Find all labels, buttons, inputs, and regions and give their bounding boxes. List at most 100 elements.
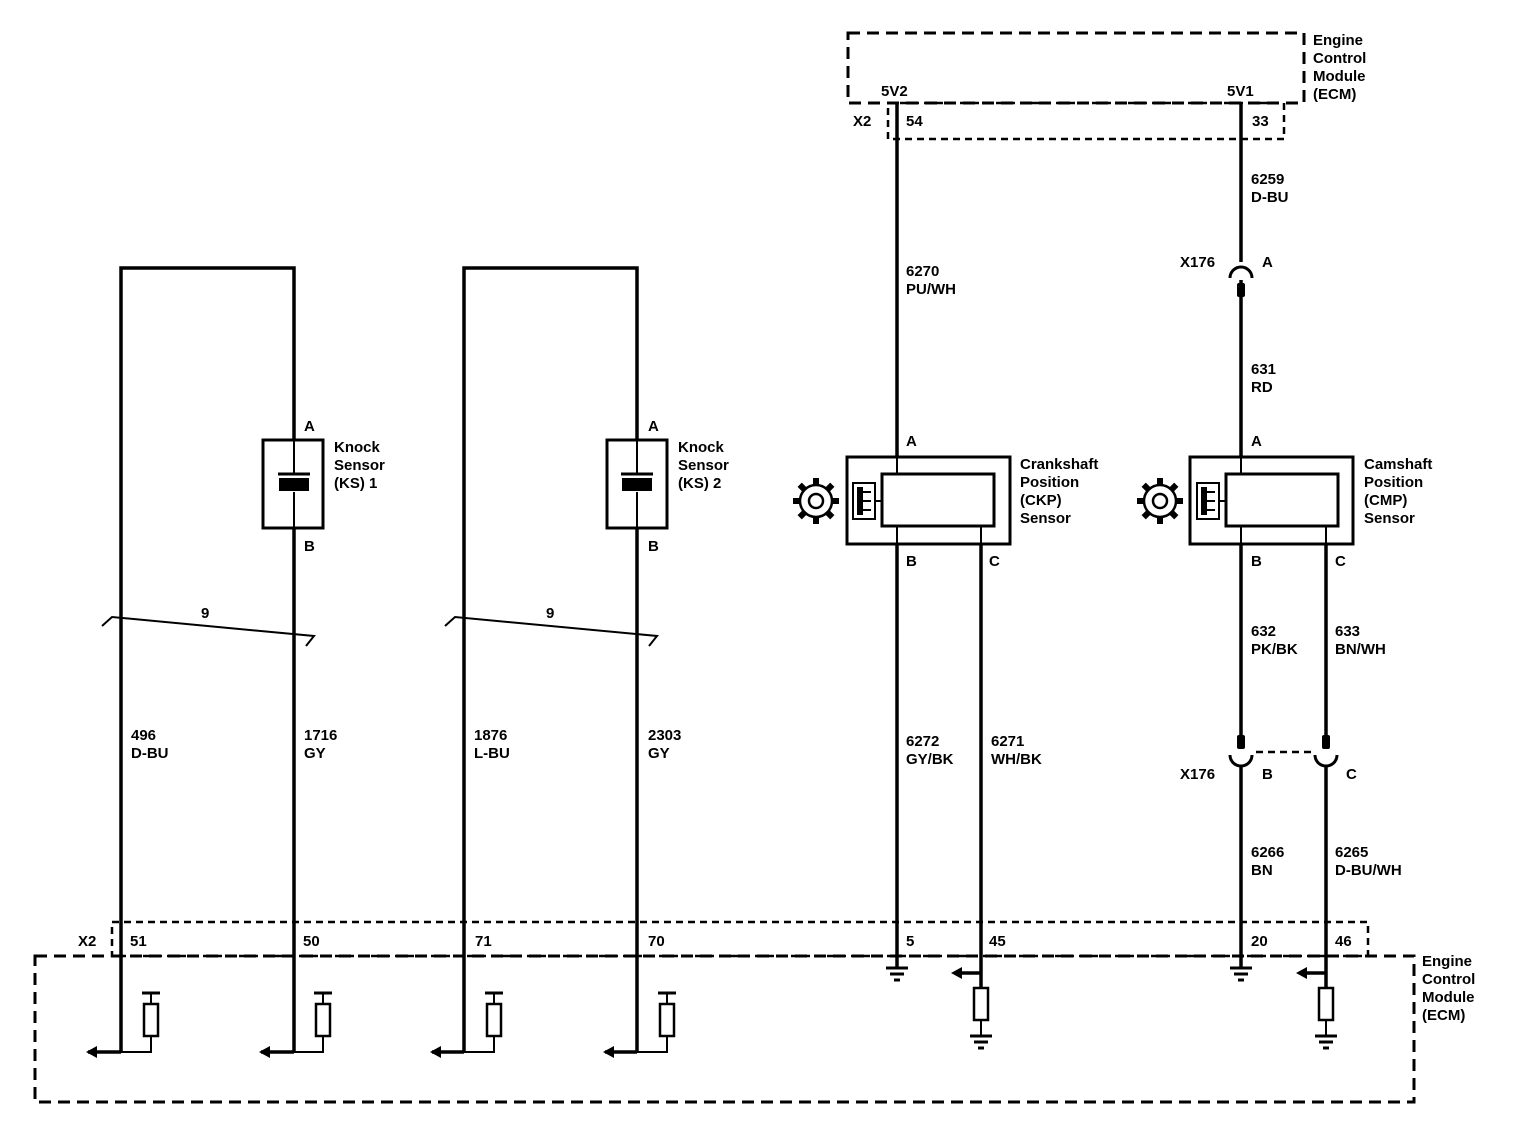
wire-633-circuit: 633 xyxy=(1335,623,1360,640)
ecm-knock-input-2-resistor xyxy=(314,1002,332,1038)
x176-label-top: X176 xyxy=(1180,254,1215,271)
knock-sensor-2-crystal xyxy=(622,478,652,491)
wire-6272-circuit: 6272 xyxy=(906,733,939,750)
ecm-knock-input-circuit-3 xyxy=(430,991,503,1058)
ecm-top-label-line-3: Module xyxy=(1313,68,1366,85)
wire-6270-circuit: 6270 xyxy=(906,263,939,280)
ecm-knock-input-2-bias-lead xyxy=(294,1036,324,1053)
knock-sensor-2-circuit: A B Knock Sensor (KS) 2 9 1876 L-BU 2303… xyxy=(444,266,729,1052)
ckp-gear-tooth xyxy=(825,482,835,492)
wire-496-color: D-BU xyxy=(131,745,169,762)
ecm-knock-input-1-bias-lead xyxy=(121,1036,152,1053)
x176-pin-c-socket xyxy=(1313,754,1339,768)
knock-sensor-1-label-line-2: Sensor xyxy=(334,457,385,474)
wire-631-circuit: 631 xyxy=(1251,361,1276,378)
wire-6272-color: GY/BK xyxy=(906,751,954,768)
ckp-gear-teeth xyxy=(793,478,839,524)
ecm-top-label-line-4: (ECM) xyxy=(1313,86,1356,103)
cmp-sensor-label-line-3: (CMP) xyxy=(1364,492,1407,509)
wire-6271-circuit: 6271 xyxy=(991,733,1024,750)
ckp-input-arrow xyxy=(951,967,962,979)
ecm-bottom-pin-51: 51 xyxy=(130,933,147,950)
wire-1876-color: L-BU xyxy=(474,745,510,762)
ecm-bottom-outline xyxy=(33,954,1416,1104)
ecm-knock-input-3-resistor xyxy=(485,1002,503,1038)
ckp-sensor-label-line-1: Crankshaft xyxy=(1020,456,1098,473)
ecm-bottom-label-line-3: Module xyxy=(1422,989,1475,1006)
cmp-pin-20-ground-symbol xyxy=(1230,966,1252,982)
wire-632-color: PK/BK xyxy=(1251,641,1298,658)
wire-2303-color: GY xyxy=(648,745,670,762)
wire-6270-color: PU/WH xyxy=(906,281,956,298)
ecm-knock-input-4-arrow xyxy=(603,1046,614,1058)
cmp-input-pulldown-resistor xyxy=(1317,986,1335,1022)
knock-sensor-1-label-line-3: (KS) 1 xyxy=(334,475,377,492)
ecm-bottom-label-line-1: Engine xyxy=(1422,953,1472,970)
wire-1876-loop xyxy=(462,266,639,1052)
cmp-gear-tooth xyxy=(1169,510,1179,520)
ecm-top-pin-54: 54 xyxy=(906,113,923,130)
knock-sensor-2-twist-label: 9 xyxy=(546,605,554,622)
cmp-sensor-terminal-c: C xyxy=(1335,553,1346,570)
knock-sensor-1-label-line-1: Knock xyxy=(334,439,381,456)
ecm-bottom-pin-5: 5 xyxy=(906,933,914,950)
cmp-gear-tooth xyxy=(1141,482,1151,492)
x176-pin-c-label: C xyxy=(1346,766,1357,783)
cmp-gear-hub xyxy=(1151,492,1169,510)
ecm-knock-input-4-bias-lead xyxy=(637,1036,668,1053)
wire-6266-color: BN xyxy=(1251,862,1273,879)
wire-496-circuit: 496 xyxy=(131,727,156,744)
cmp-sensor-label-line-4: Sensor xyxy=(1364,510,1415,527)
ckp-sensor-label-line-4: Sensor xyxy=(1020,510,1071,527)
wire-6266-circuit: 6266 xyxy=(1251,844,1284,861)
x176-connector-pin-a xyxy=(1228,265,1254,297)
knock-sensor-2-twist-marker xyxy=(444,615,659,647)
ecm-bottom-label-line-4: (ECM) xyxy=(1422,1007,1465,1024)
ecm-top-module: Engine Control Module (ECM) 5V2 5V1 X2 5… xyxy=(846,31,1366,141)
ckp-sensor-label-line-3: (CKP) xyxy=(1020,492,1062,509)
cmp-sensor-label-line-1: Camshaft xyxy=(1364,456,1432,473)
ecm-bottom-pin-45: 45 xyxy=(989,933,1006,950)
ecm-bottom-pin-70: 70 xyxy=(648,933,665,950)
ckp-gear-hub xyxy=(807,492,825,510)
ecm-bottom-label-line-2: Control xyxy=(1422,971,1475,988)
ecm-top-5v2-label: 5V2 xyxy=(881,83,908,100)
ecm-top-5v1-label: 5V1 xyxy=(1227,83,1254,100)
wire-6259-color: D-BU xyxy=(1251,189,1289,206)
gear-icon xyxy=(1137,478,1183,524)
ecm-top-x2-label: X2 xyxy=(853,113,871,130)
gear-icon xyxy=(793,478,839,524)
knock-sensor-1-terminal-a: A xyxy=(304,418,315,435)
x176-pin-c-plug xyxy=(1322,735,1330,749)
ecm-knock-input-2-arrow xyxy=(259,1046,270,1058)
ecm-bottom-module: Engine Control Module (ECM) X2 51 50 71 … xyxy=(33,920,1475,1104)
wire-1716-color: GY xyxy=(304,745,326,762)
ecm-knock-input-4-resistor xyxy=(658,1002,676,1038)
ckp-input-pulldown-resistor xyxy=(972,986,990,1022)
cmp-sensor-element xyxy=(1224,472,1340,528)
ecm-bottom-pin-20: 20 xyxy=(1251,933,1268,950)
cmp-sensor-terminal-a: A xyxy=(1251,433,1262,450)
cmp-sensor-circuit: X176 A X176 B C xyxy=(1137,103,1432,1050)
ecm-knock-input-3-bias-lead xyxy=(464,1036,495,1053)
wire-1716-circuit: 1716 xyxy=(304,727,337,744)
ckp-sensor-pickup xyxy=(852,482,882,520)
ckp-gear-tooth xyxy=(797,482,807,492)
knock-sensor-1-circuit: A B Knock Sensor (KS) 1 9 496 D-BU 1716 … xyxy=(101,266,385,1052)
ecm-bottom-pin-50: 50 xyxy=(303,933,320,950)
ecm-top-x2-connector-outline xyxy=(886,101,1286,141)
ckp-sensor-terminal-a: A xyxy=(906,433,917,450)
x176-connector-pin-c xyxy=(1313,735,1339,768)
ckp-pin-45-input-circuit xyxy=(951,967,992,1050)
x176-pin-b-plug xyxy=(1237,735,1245,749)
ecm-knock-input-3-arrow xyxy=(430,1046,441,1058)
x176-label-bottom: X176 xyxy=(1180,766,1215,783)
wire-633-color: BN/WH xyxy=(1335,641,1386,658)
ecm-bottom-pin-46: 46 xyxy=(1335,933,1352,950)
knock-sensor-1-twist-marker xyxy=(101,615,316,647)
x176-pin-a-plug xyxy=(1237,283,1245,297)
cmp-input-arrow xyxy=(1296,967,1307,979)
ckp-sensor-label-line-2: Position xyxy=(1020,474,1079,491)
knock-sensor-1-crystal xyxy=(279,478,309,491)
x176-pin-a-label: A xyxy=(1262,254,1273,271)
